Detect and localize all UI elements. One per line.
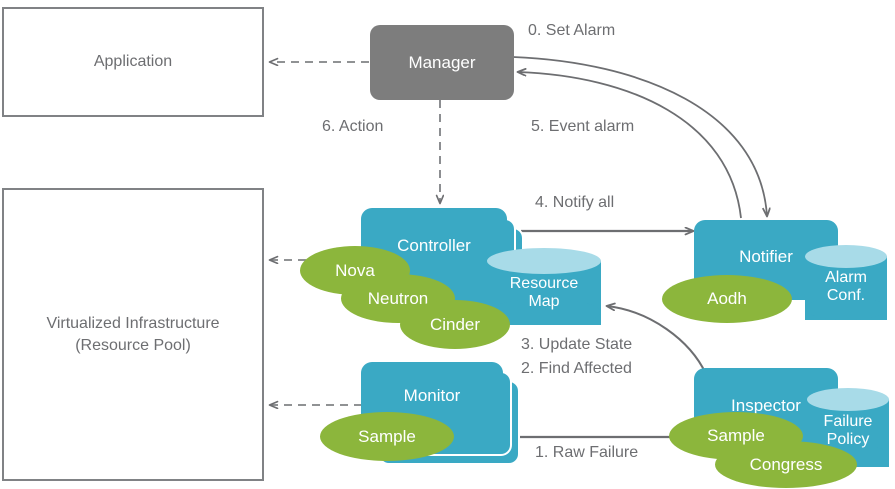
failure-policy-label: Failure Policy (807, 413, 889, 450)
notifier-label: Notifier (739, 247, 793, 266)
caption-step1: 1. Raw Failure (535, 444, 639, 461)
plugin-congress-label: Congress (749, 454, 823, 474)
plugin-monitor-sample-label: Sample (358, 426, 416, 446)
cylinder-top (487, 248, 601, 274)
caption-step5: 5. Event alarm (531, 118, 635, 135)
application-label: Application (93, 53, 173, 71)
plugin-aodh[interactable]: Aodh (662, 275, 792, 323)
resource-map-line1: Resource (509, 275, 579, 292)
resource-map-datastore[interactable]: Resource Map (487, 248, 601, 338)
plugin-aodh-label: Aodh (707, 289, 747, 308)
infrastructure-label-line2: (Resource Pool) (75, 336, 191, 354)
plugin-cinder[interactable]: Cinder (400, 300, 510, 349)
caption-step4: 4. Notify all (535, 194, 615, 211)
cylinder-bottom (805, 297, 887, 320)
infrastructure-label-line1: Virtualized Infrastructure (46, 314, 220, 332)
virtualized-infrastructure-box[interactable]: Virtualized Infrastructure (Resource Poo… (2, 188, 264, 481)
alarm-conf-line1: Alarm (825, 269, 867, 286)
caption-step2: 2. Find Affected (521, 360, 632, 377)
alarm-conf-label: Alarm Conf. (805, 269, 887, 306)
edge-set-alarm (512, 56, 767, 216)
plugin-nova-label: Nova (335, 260, 375, 280)
resource-map-line2: Map (528, 293, 560, 311)
manager-box[interactable]: Manager (370, 25, 514, 100)
manager-label: Manager (408, 52, 476, 72)
failure-policy-line2: Policy (826, 431, 870, 449)
application-box[interactable]: Application (2, 7, 264, 117)
monitor-label: Monitor (403, 386, 461, 405)
plugin-inspector-sample-label: Sample (707, 426, 765, 445)
plugin-cinder-label: Cinder (429, 314, 481, 334)
caption-step6: 6. Action (322, 118, 384, 135)
failure-policy-line1: Failure (823, 413, 873, 430)
cylinder-top (805, 245, 887, 268)
plugin-neutron-label: Neutron (367, 288, 429, 308)
controller-label: Controller (397, 236, 471, 255)
plugin-neutron[interactable]: Neutron (341, 274, 455, 323)
alarm-conf-datastore[interactable]: Alarm Conf. (805, 245, 887, 333)
inspector-label: Inspector (731, 396, 801, 415)
resource-map-label: Resource Map (487, 275, 601, 312)
alarm-conf-line2: Conf. (826, 287, 866, 305)
caption-step0: 0. Set Alarm (528, 22, 616, 39)
cylinder-top (807, 388, 889, 411)
plugin-monitor-sample[interactable]: Sample (320, 412, 454, 461)
plugin-congress[interactable]: Congress (715, 441, 857, 488)
caption-step3: 3. Update State (521, 336, 633, 353)
